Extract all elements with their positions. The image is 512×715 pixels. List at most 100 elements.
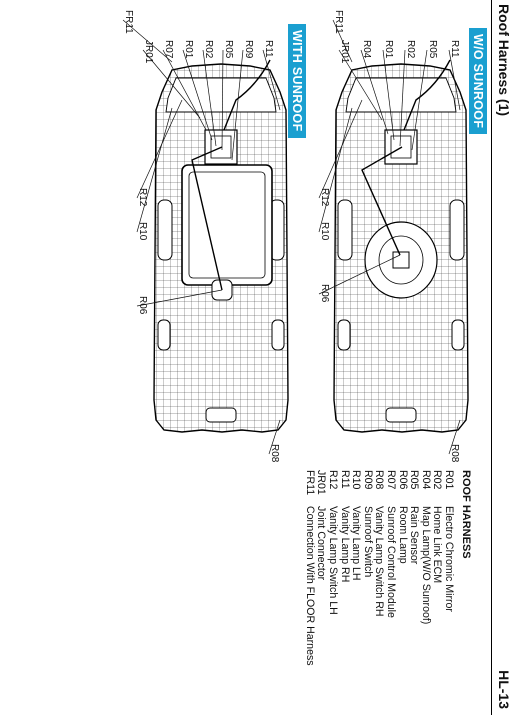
legend-desc: Joint Connector — [315, 506, 328, 581]
leader-line — [221, 49, 224, 151]
callout-label: R05 — [427, 40, 438, 59]
visor-pocket-rh — [449, 199, 465, 261]
visor-pocket-lh — [157, 199, 173, 261]
grab-handle-lh — [157, 319, 171, 351]
legend-code: R12 — [327, 470, 340, 490]
roof-panel-with-sunroof — [153, 59, 289, 433]
leader-line — [318, 107, 353, 233]
legend-title: ROOF HARNESS — [460, 470, 472, 559]
callout-label: R08 — [449, 444, 460, 463]
leader-line — [382, 49, 395, 141]
legend-desc: Home Link ECM — [431, 506, 444, 584]
callout-label: R10 — [319, 222, 330, 241]
legend-desc: Room Lamp — [396, 506, 409, 564]
callout-label: R01 — [383, 40, 394, 59]
roof-panel-without-sunroof — [333, 59, 469, 433]
console-inner — [210, 135, 232, 159]
callout-label: JR01 — [339, 40, 350, 64]
legend-code: R05 — [408, 470, 421, 490]
legend-desc: Map Lamp(W/O Sunroof) — [419, 506, 432, 625]
leader-line — [318, 99, 363, 199]
grab-handle-rh — [271, 319, 285, 351]
harness-wire — [361, 59, 451, 256]
leader-line — [448, 49, 461, 111]
legend-code: R10 — [350, 470, 363, 490]
legend-code: R06 — [396, 470, 409, 490]
callout-label: R11 — [263, 40, 274, 58]
callout-label: R02 — [405, 40, 416, 59]
legend-desc: Connection With FLOOR Harness — [303, 506, 316, 666]
leader-line — [122, 19, 173, 63]
leader-line — [231, 49, 244, 161]
legend-desc: Vanity Lamp Switch LH — [327, 506, 340, 615]
rear-pocket — [385, 407, 417, 423]
legend-desc: Vanity Lamp Switch RH — [373, 506, 386, 617]
grab-handle-lh — [337, 319, 351, 351]
callout-label: FR11 — [123, 10, 134, 34]
legend-desc: Sunroof Switch — [361, 506, 374, 578]
callout-label: FR11 — [333, 10, 344, 34]
leader-line — [411, 49, 428, 151]
rear-pocket — [205, 407, 237, 423]
room-lamp — [392, 251, 410, 269]
leader-line — [142, 49, 201, 119]
callout-label: R12 — [319, 188, 330, 207]
leader-line — [318, 254, 401, 295]
legend-desc: Vanity Lamp LH — [350, 506, 363, 581]
callout-label: R11 — [449, 40, 460, 58]
leader-line — [262, 49, 281, 111]
leader-line — [360, 49, 389, 135]
leader-line — [338, 49, 383, 121]
grab-handle-rh — [451, 319, 465, 351]
callout-label: R06 — [319, 284, 330, 303]
legend-desc: Sunroof Control Module — [385, 506, 398, 618]
sunroof-inner-edge — [188, 171, 266, 279]
leader-line — [202, 49, 217, 147]
sunroof-opening — [181, 164, 273, 286]
callout-label: R12 — [137, 188, 148, 207]
callout-label: R09 — [243, 40, 254, 59]
legend-code: FR11 — [303, 470, 316, 496]
legend-code: R07 — [385, 470, 398, 490]
callout-label: R08 — [269, 444, 280, 463]
callout-label: R01 — [183, 40, 194, 59]
callout-label: R07 — [163, 40, 174, 59]
legend-code: R02 — [431, 470, 444, 490]
callout-label: R06 — [137, 296, 148, 315]
front-header-zone — [165, 77, 277, 113]
legend-desc: Vanity Lamp RH — [338, 506, 351, 583]
legend-desc: Rain Sensor — [408, 506, 421, 565]
leader-line — [182, 49, 213, 141]
leader-line — [136, 99, 183, 199]
leader-line — [399, 49, 406, 147]
legend-code: R04 — [419, 470, 432, 490]
leader-line — [268, 419, 281, 455]
legend-code: JR01 — [315, 470, 328, 495]
leader-line — [448, 419, 461, 455]
leader-line — [332, 19, 353, 63]
leader-line — [136, 107, 173, 233]
legend-code: R08 — [373, 470, 386, 490]
callout-label: R04 — [361, 40, 372, 59]
front-header-zone — [345, 77, 457, 113]
legend-code: R09 — [361, 470, 374, 490]
room-lamp-inner — [378, 235, 424, 285]
legend-code: R01 — [443, 470, 455, 490]
callout-label: R05 — [223, 40, 234, 59]
